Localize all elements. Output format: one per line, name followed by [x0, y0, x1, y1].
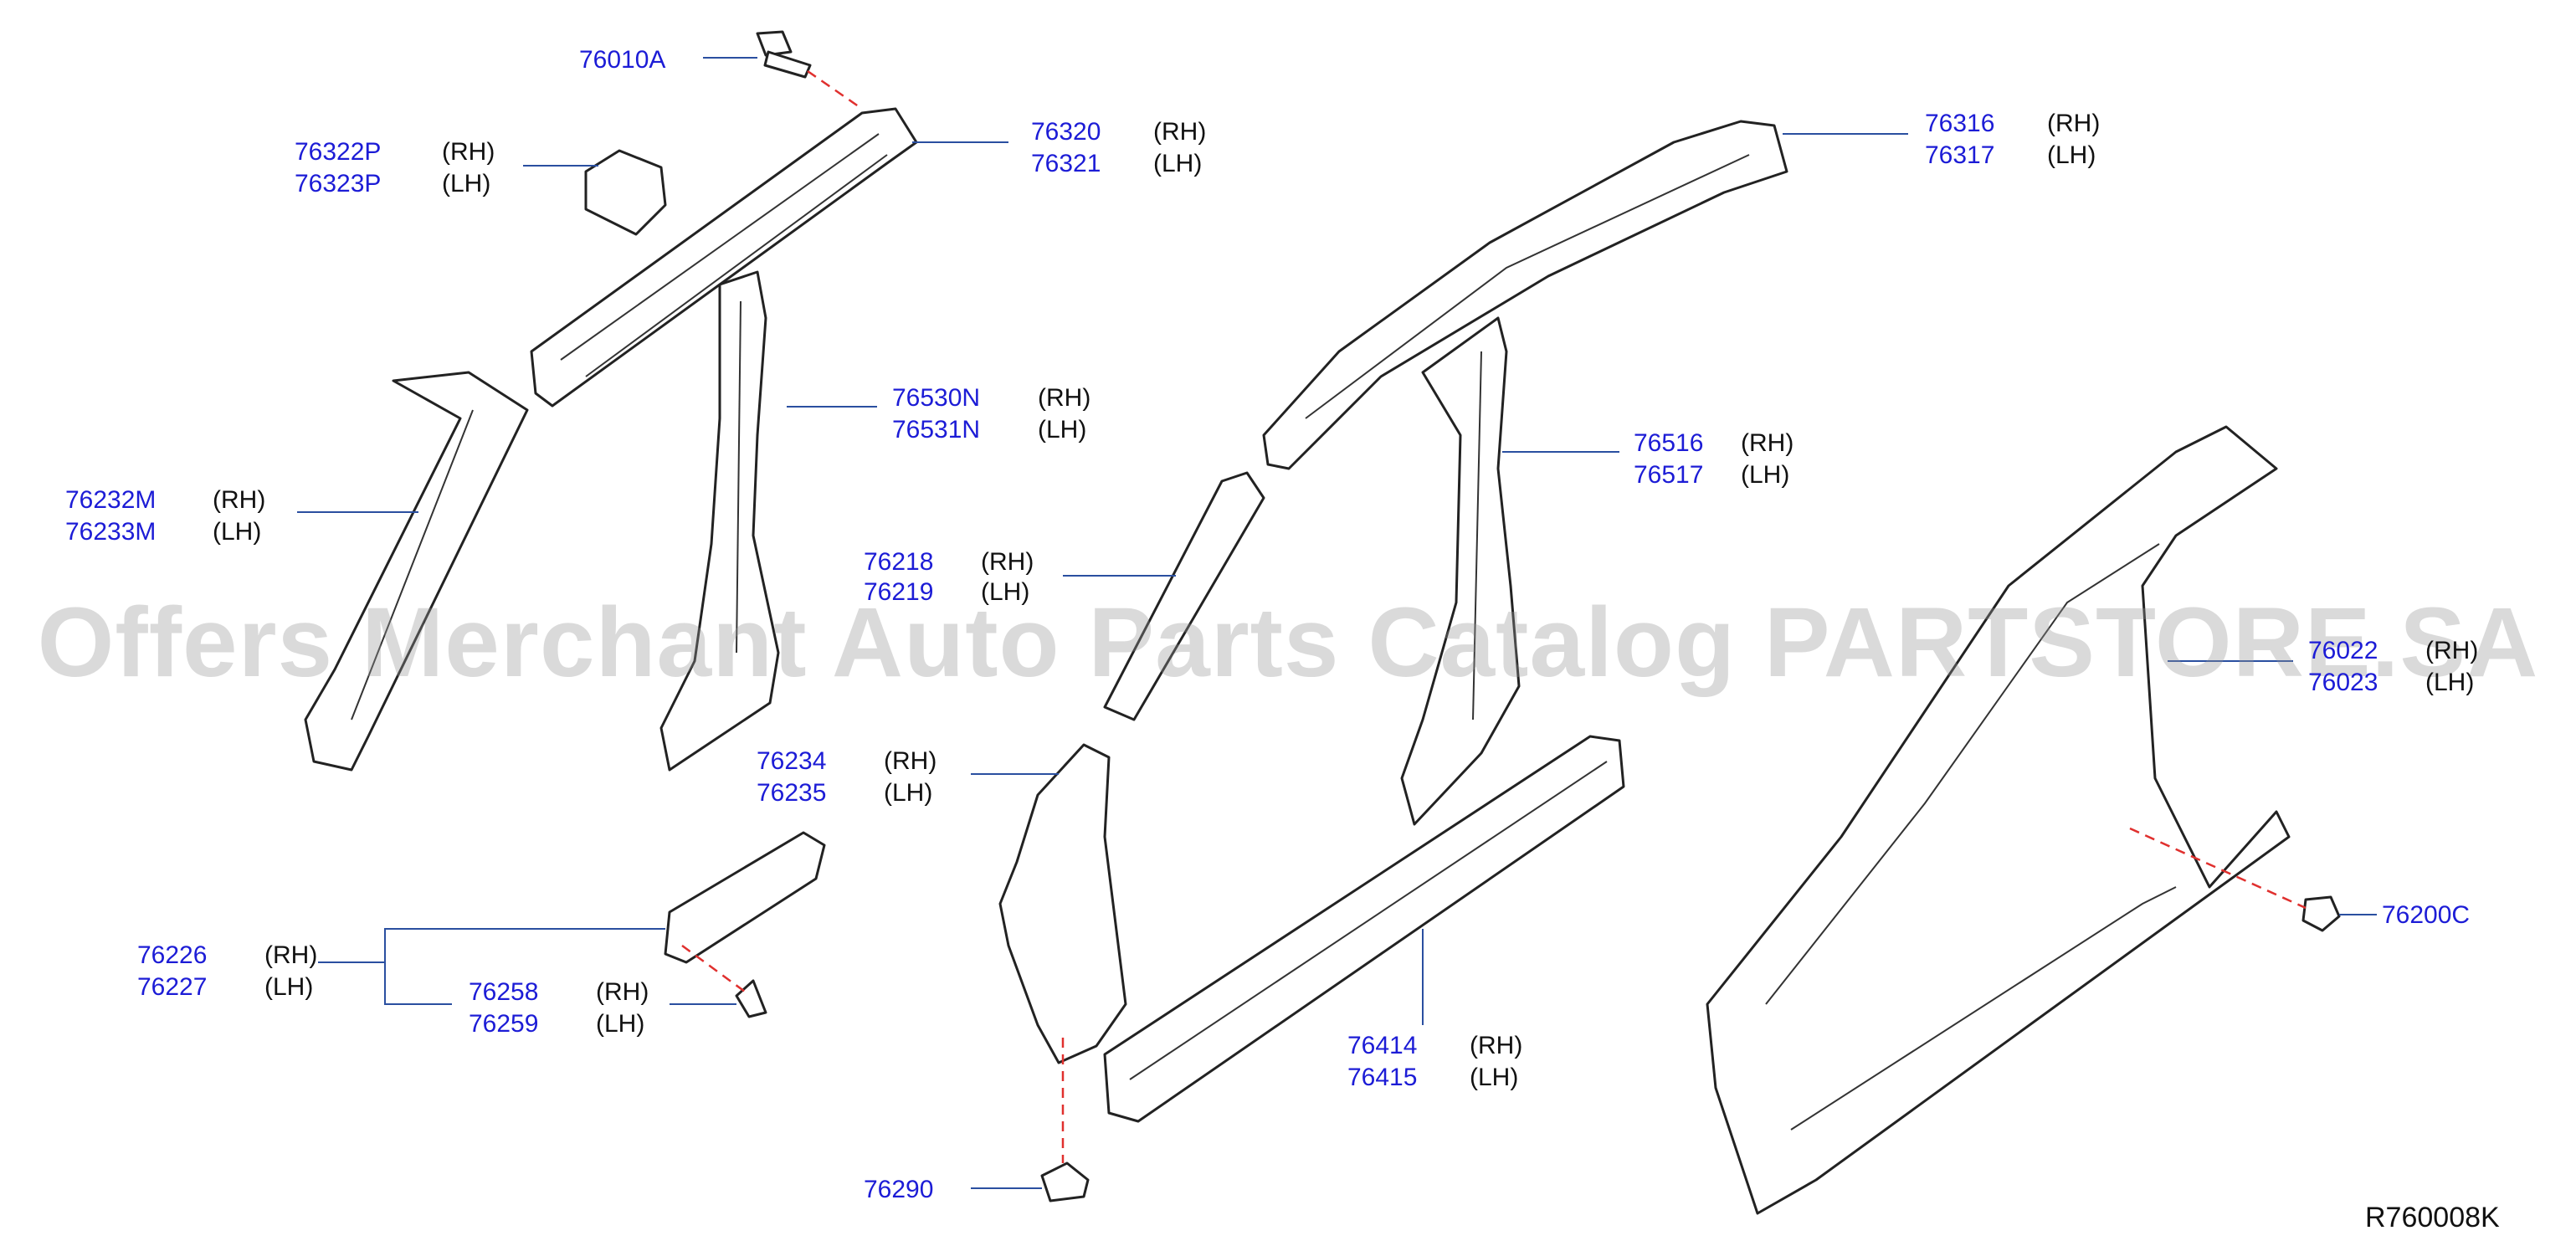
part-number: 76290 — [864, 1176, 934, 1203]
pillar-reinforcement-part — [1103, 471, 1265, 721]
side-label: (LH) — [2047, 141, 2096, 169]
callout-76232M[interactable]: 76232M — [65, 485, 156, 515]
side-label: (RH) — [596, 978, 649, 1006]
bracket-part — [584, 149, 667, 236]
callout-76235[interactable]: 76235 — [757, 778, 826, 808]
part-number: 76322P — [295, 138, 382, 166]
side-label: (LH) — [1470, 1064, 1519, 1091]
body-side-outer-part — [1706, 425, 2291, 1215]
center-pillar-inner-part — [659, 270, 780, 772]
watermark: Offers Merchant Auto Parts Catalog PARTS… — [37, 587, 2539, 698]
leader-lines — [297, 57, 2377, 1189]
callout-76022[interactable]: 76022 — [2308, 636, 2378, 666]
side-label: (RH) — [884, 747, 937, 775]
part-number: 76235 — [757, 779, 827, 807]
callout-76233M[interactable]: 76233M — [65, 517, 156, 547]
part-number: 76233M — [65, 518, 157, 546]
side-label: (RH) — [264, 941, 318, 969]
side-label: (LH) — [264, 973, 314, 1001]
side-label: (LH) — [213, 518, 262, 546]
side-label: (LH) — [1741, 461, 1790, 489]
callout-76415[interactable]: 76415 — [1347, 1063, 1417, 1093]
callout-76234[interactable]: 76234 — [757, 746, 826, 777]
callout-76317[interactable]: 76317 — [1925, 141, 1994, 171]
side-label: (LH) — [442, 170, 491, 197]
callout-76226[interactable]: 76226 — [137, 941, 207, 971]
part-number: 76227 — [137, 973, 208, 1001]
clip-part — [735, 979, 767, 1018]
callout-76218[interactable]: 76218 — [864, 547, 933, 577]
part-number: 76323P — [295, 170, 382, 197]
center-pillar-outer-part — [1400, 316, 1521, 826]
part-number: 76317 — [1925, 141, 1995, 169]
roof-rail-front-part — [530, 107, 918, 408]
part-number: 76531N — [892, 416, 981, 444]
part-number: 76530N — [892, 384, 981, 412]
side-label: (LH) — [981, 578, 1030, 606]
part-number: 76200C — [2382, 901, 2471, 929]
part-number: 76415 — [1347, 1064, 1418, 1091]
callout-76321[interactable]: 76321 — [1031, 149, 1101, 179]
part-number: 76010A — [579, 46, 666, 74]
part-number: 76022 — [2308, 637, 2378, 664]
front-pillar-part — [304, 371, 529, 772]
callout-76010A[interactable]: 76010A — [579, 45, 665, 75]
bolt-part — [756, 30, 812, 79]
side-label: (RH) — [1741, 429, 1794, 457]
side-label: (RH) — [981, 548, 1034, 576]
part-number: 76218 — [864, 548, 934, 576]
part-number: 76414 — [1347, 1032, 1418, 1059]
fastener-paths — [681, 69, 2307, 1163]
dash-side-bracket-part — [664, 831, 826, 964]
callout-76219[interactable]: 76219 — [864, 577, 933, 608]
callout-76258[interactable]: 76258 — [469, 977, 538, 1008]
roof-side-rail-part — [1262, 120, 1788, 470]
side-label: (RH) — [1470, 1032, 1523, 1059]
callout-76023[interactable]: 76023 — [2308, 668, 2378, 698]
callout-76323P[interactable]: 76323P — [295, 169, 381, 199]
callout-76516[interactable]: 76516 — [1634, 428, 1703, 459]
part-number: 76258 — [469, 978, 539, 1006]
side-label: (LH) — [596, 1010, 645, 1038]
side-label: (RH) — [1153, 118, 1207, 146]
side-label: (RH) — [1038, 384, 1091, 412]
part-number: 76516 — [1634, 429, 1704, 457]
side-label: (RH) — [442, 138, 495, 166]
part-number: 76226 — [137, 941, 208, 969]
part-number: 76517 — [1634, 461, 1704, 489]
part-number: 76219 — [864, 578, 934, 606]
side-label: (RH) — [2425, 637, 2479, 664]
callout-76320[interactable]: 76320 — [1031, 117, 1101, 147]
side-label: (RH) — [2047, 110, 2101, 137]
callout-76517[interactable]: 76517 — [1634, 460, 1703, 490]
side-label: (LH) — [2425, 669, 2475, 696]
callout-76200C[interactable]: 76200C — [2382, 900, 2470, 931]
diagram-reference-code: R760008K — [2365, 1202, 2500, 1233]
callout-76259[interactable]: 76259 — [469, 1009, 538, 1039]
side-label: (RH) — [213, 486, 266, 514]
side-label: (LH) — [1153, 150, 1203, 177]
nut-part — [2301, 895, 2341, 932]
callout-76316[interactable]: 76316 — [1925, 109, 1994, 139]
callout-76322P[interactable]: 76322P — [295, 137, 381, 167]
callout-76290[interactable]: 76290 — [864, 1175, 933, 1205]
part-number: 76232M — [65, 486, 157, 514]
callout-76531N[interactable]: 76531N — [892, 415, 980, 445]
part-number: 76023 — [2308, 669, 2378, 696]
hinge-pillar-part — [998, 743, 1127, 1064]
side-label: (LH) — [1038, 416, 1087, 444]
side-label: (LH) — [884, 779, 933, 807]
part-number: 76259 — [469, 1010, 539, 1038]
part-number: 76316 — [1925, 110, 1995, 137]
pillar-bracket-part — [1040, 1161, 1090, 1202]
part-number: 76321 — [1031, 150, 1101, 177]
part-number: 76234 — [757, 747, 827, 775]
callout-76414[interactable]: 76414 — [1347, 1031, 1417, 1061]
side-sill-part — [1103, 735, 1625, 1123]
callout-76227[interactable]: 76227 — [137, 972, 207, 1002]
callout-76530N[interactable]: 76530N — [892, 383, 980, 413]
part-number: 76320 — [1031, 118, 1101, 146]
